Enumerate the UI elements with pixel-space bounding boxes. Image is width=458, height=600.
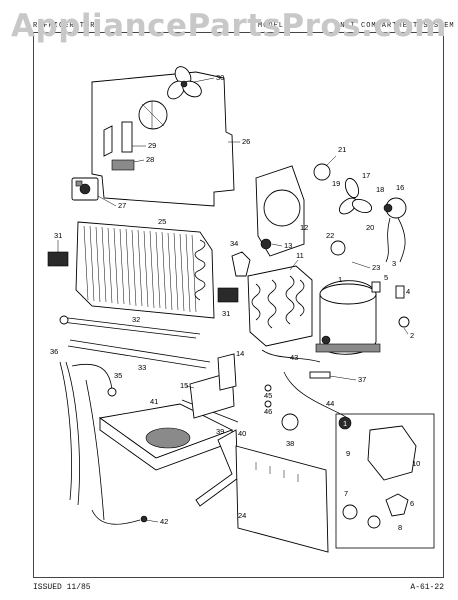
power-cord-part [91,509,141,525]
callout-label: 31 [222,309,230,318]
header-model-text: MODEL [258,22,285,30]
insulation-block-left [47,251,69,267]
discharge-tube-part [283,371,351,421]
callout-label: 27 [118,201,126,210]
callout-label: 36 [50,347,58,356]
inset-marker: 1 [343,419,347,428]
callout-label: 38 [286,439,294,448]
callout-label: 30 [216,73,224,82]
drier-part [309,371,331,379]
header-left-text: REFRIGERATOR [33,22,96,30]
condenser-fan-part [313,163,331,181]
fan-blade-small-part [338,177,373,215]
issued-date: ISSUED 11/85 [33,583,91,592]
callout-label: 44 [326,399,334,408]
grommet-part [371,281,381,293]
callout-label: 9 [346,449,350,458]
callout-label: 25 [158,217,166,226]
diagram-frame [33,32,444,578]
callout-label: 10 [412,459,420,468]
callout-label: 16 [396,183,404,192]
cord-plug [140,515,148,523]
callout-label: 35 [114,371,122,380]
callout-label: 22 [326,231,334,240]
callout-label: 14 [236,349,244,358]
drain-pan-part [98,403,234,471]
insulation-block-right [217,287,239,303]
callout-label: 13 [284,241,292,250]
callout-label: 43 [290,353,298,362]
suction-line-part [261,349,321,363]
page-code: A-61-22 [410,583,444,592]
defrost-timer-part [71,177,99,201]
callout-labels: 30 26 29 28 27 25 31 34 11 31 32 33 36 3… [50,73,420,532]
rear-panel-part [91,71,235,207]
callout-label: 18 [376,185,384,194]
callout-label: 20 [366,223,374,232]
inset-detail-box [335,413,435,549]
callout-label: 31 [54,231,62,240]
callout-label: 1 [338,275,342,284]
header-section-title: UNIT COMPARTMENT SYSTEM [335,22,455,30]
callout-label: 2 [410,331,414,340]
callout-label: 4 [406,287,410,296]
condenser-coil-part [75,221,215,319]
callout-label: 39 [216,427,224,436]
callout-label: 5 [384,273,388,282]
brace-part [195,429,239,507]
callout-label: 8 [398,523,402,532]
evaporator-coil-part [247,265,313,347]
clamp-part-46 [264,400,272,408]
callout-label: 11 [296,251,304,260]
callout-label: 7 [344,489,348,498]
callout-label: 40 [238,429,246,438]
callout-label: 34 [230,239,238,248]
callout-label: 29 [148,141,156,150]
clip-part [231,251,251,277]
callout-label: 41 [150,397,158,406]
callout-label: 32 [132,315,140,324]
fan-shroud-part [255,165,305,257]
callout-label: 45 [264,391,272,400]
callout-label: 17 [362,171,370,180]
bracket-part-14 [217,353,237,391]
fan-blade-part [167,66,202,100]
tubing-part [59,361,117,521]
callout-label: 28 [146,155,154,164]
compressor-part [315,280,381,355]
callout-label: 26 [242,137,250,146]
bracket-part [103,121,135,171]
callout-label: 21 [338,145,346,154]
thermostat-part [281,413,299,431]
fan-motor-part [383,197,407,263]
access-cover-part [235,445,329,553]
overload-part [330,240,346,256]
callout-label: 37 [358,375,366,384]
callout-label: 46 [264,407,272,416]
callout-label: 24 [238,511,246,520]
callout-label: 6 [410,499,414,508]
callout-label: 33 [138,363,146,372]
callout-label: 23 [372,263,380,272]
callout-label: 3 [392,259,396,268]
callout-label: 42 [160,517,168,526]
callout-label: 15 [180,381,188,390]
callout-label: 19 [332,179,340,188]
drain-tube-part [59,315,211,369]
relay-part [398,316,410,328]
callout-label: 12 [300,223,308,232]
clamp-part-45 [264,384,272,392]
spacer-part [395,285,405,299]
